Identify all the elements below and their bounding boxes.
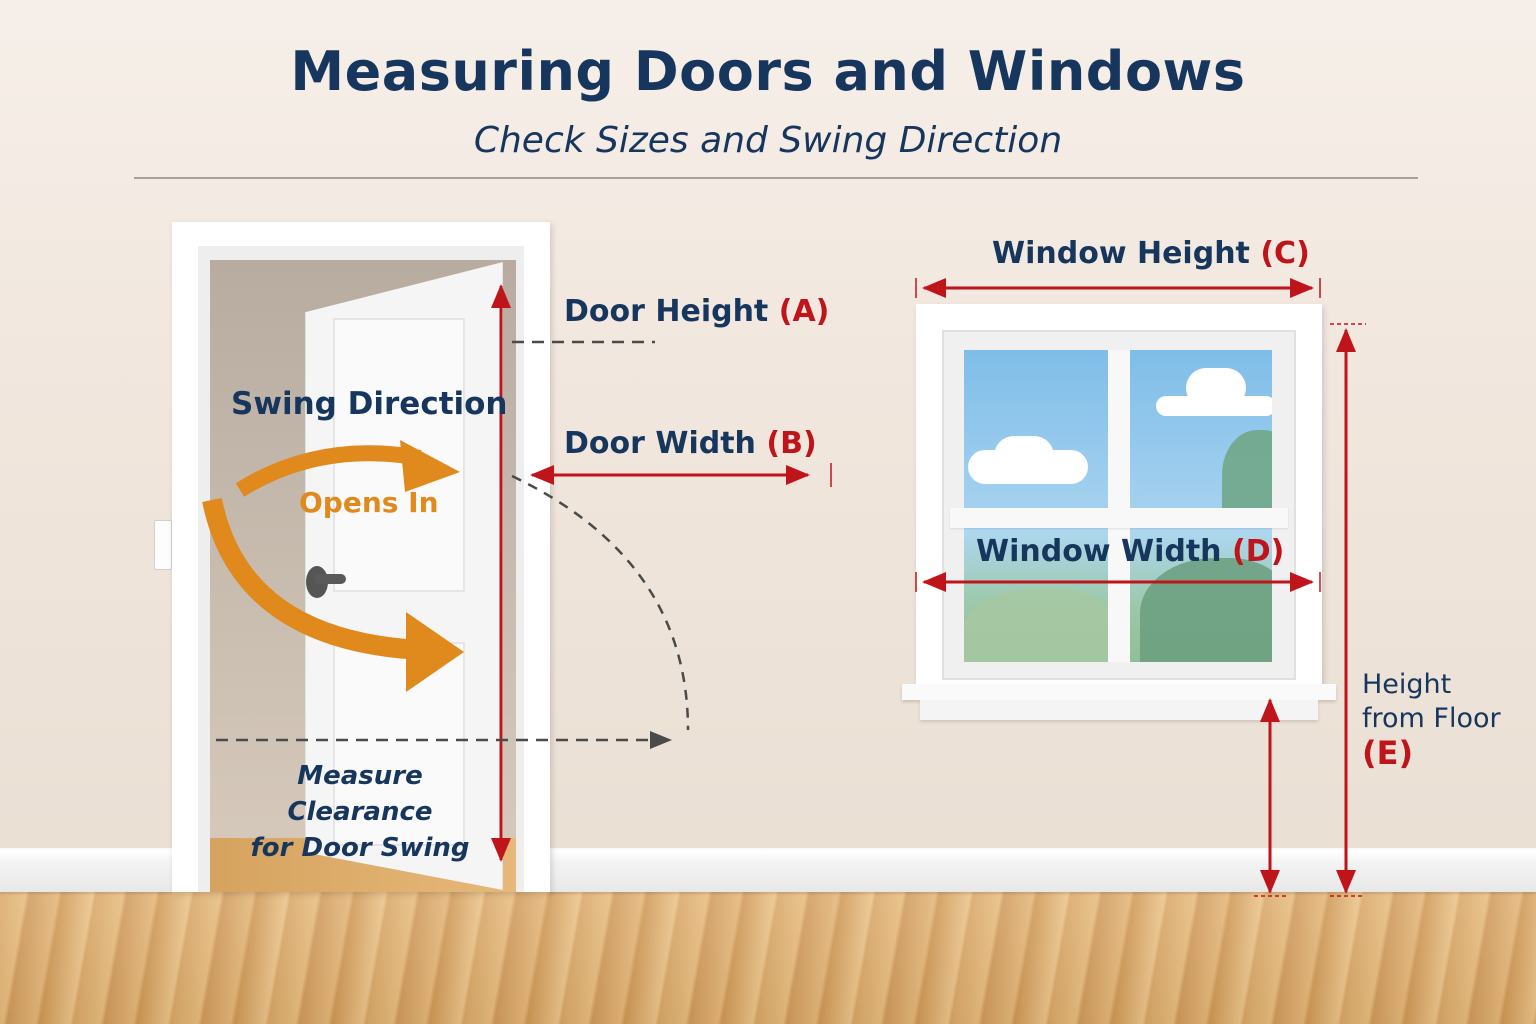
floor-label-line-1: Height [1362,669,1452,700]
cloud [1186,368,1246,408]
floor-label-letter: (E) [1362,734,1414,772]
window-sill [902,684,1336,700]
window-pane-top-left [964,350,1108,508]
window-height-letter: (C) [1260,236,1310,271]
baseboard-left [0,848,172,892]
door-height-letter: (A) [778,294,830,329]
window-pane-bottom-left [964,528,1108,662]
window-width-letter: (D) [1231,534,1285,569]
window-width-text: Window Width [976,534,1222,569]
cloud [994,436,1054,476]
tree [1222,430,1272,508]
window-width-label: Window Width (D) [976,534,1284,569]
door-handle-lever [314,574,346,584]
shrub [1140,558,1272,662]
door-panel-upper [333,318,465,592]
baseboard-right [550,848,1536,892]
door-width-label: Door Width (B) [564,426,817,461]
floor-label-line-2: from Floor [1362,703,1501,734]
shrub [964,588,1108,662]
title-divider [134,177,1418,179]
window-height-label: Window Height (C) [992,236,1310,271]
clearance-line-2: for Door Swing [250,833,470,863]
window-height-text: Window Height [992,236,1250,271]
height-from-floor-label: Height from Floor (E) [1362,668,1501,770]
page-subtitle: Check Sizes and Swing Direction [473,120,1063,161]
door-width-letter: (B) [766,426,817,461]
light-switch [154,520,172,570]
door-height-label: Door Height (A) [564,294,829,329]
clearance-line-1: Measure Clearance [287,761,433,827]
page-title: Measuring Doors and Windows [290,40,1246,103]
clearance-label: Measure Clearance for Door Swing [222,758,498,866]
window-meeting-rail [950,508,1288,528]
door-width-text: Door Width [564,426,756,461]
wood-floor [0,890,1536,1024]
door-height-text: Door Height [564,294,769,329]
window-pane-top-right [1130,350,1272,508]
window-apron [920,700,1318,720]
window-pane-bottom-right [1130,528,1272,662]
window-muntin-vertical [1108,350,1130,662]
swing-direction-label: Swing Direction [231,386,508,422]
opens-in-label: Opens In [299,486,439,519]
